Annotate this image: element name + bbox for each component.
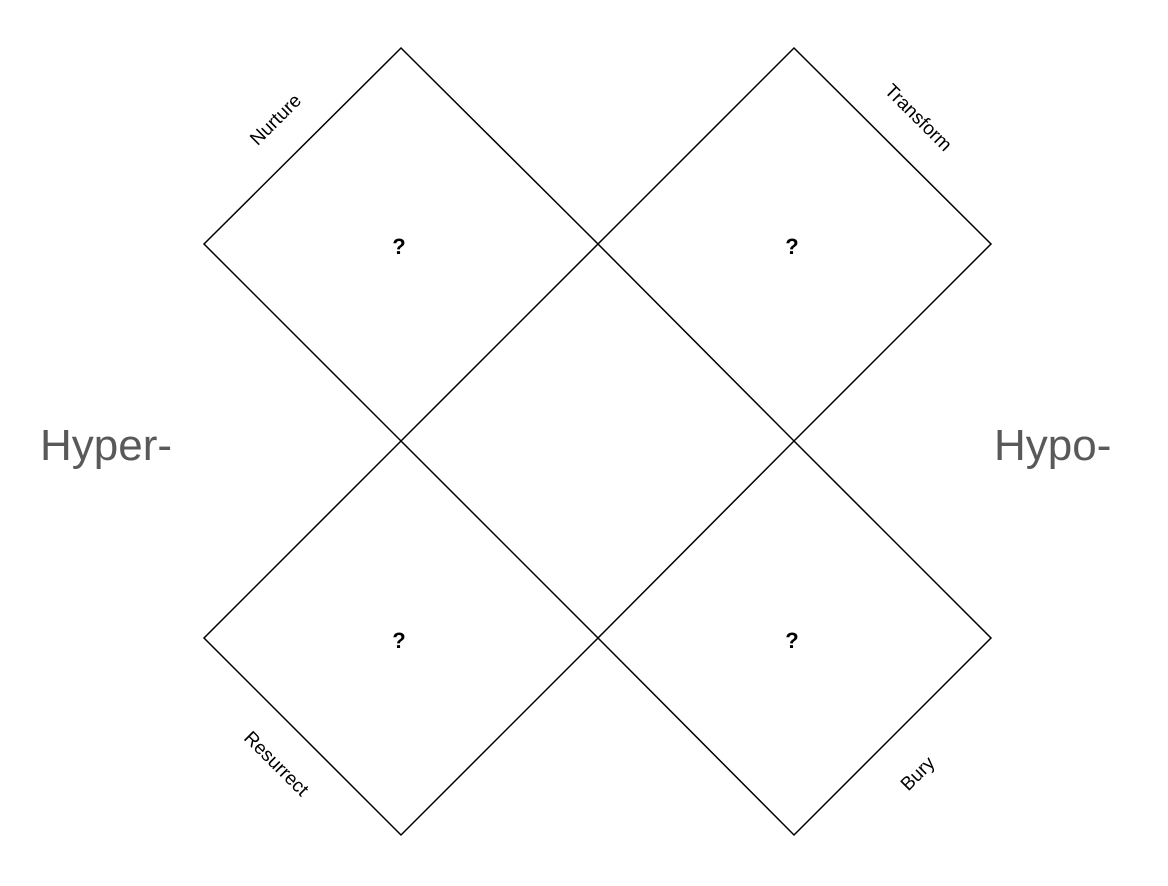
hyper-label: Hyper- (40, 421, 173, 470)
transform-question: ? (785, 234, 798, 259)
resurrect-label: Resurrect (239, 728, 313, 802)
nurture-label: Nurture (246, 90, 306, 150)
diamond-resurrect (202, 439, 600, 837)
diamond-bury (596, 439, 993, 837)
bury-label: Bury (897, 753, 940, 796)
hypo-label: Hypo- (994, 421, 1112, 470)
resurrect-question: ? (392, 628, 405, 653)
bury-question: ? (785, 628, 798, 653)
nurture-question: ? (392, 234, 405, 259)
